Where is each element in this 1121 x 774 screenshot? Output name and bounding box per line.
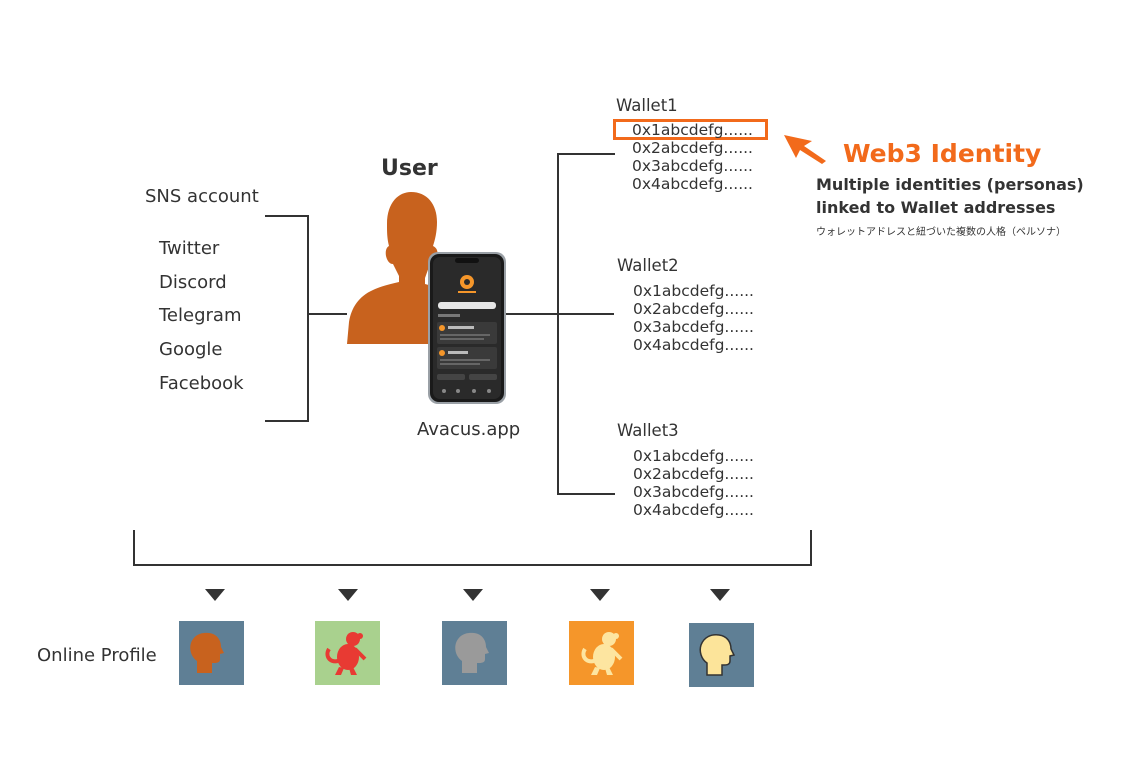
profile-tile-1	[179, 621, 244, 685]
web3-title: Web3 Identity	[843, 139, 1042, 168]
arrow-down-icon	[710, 589, 730, 601]
wallet-bracket-top	[557, 153, 615, 155]
sns-item-discord: Discord	[159, 272, 227, 293]
monkey-icon	[315, 621, 380, 685]
wallet2-name: Wallet2	[617, 256, 679, 275]
sns-bracket-vertical	[307, 215, 309, 422]
sns-to-user-connector	[309, 313, 347, 315]
wallet3-address-2: 0x2abcdefg......	[633, 465, 754, 483]
profile-tile-2	[315, 621, 380, 685]
user-label: User	[381, 156, 438, 181]
bottom-bracket-horizontal	[133, 564, 812, 566]
sns-item-telegram: Telegram	[159, 305, 242, 326]
sns-bracket-top	[265, 215, 309, 217]
head-profile-icon	[179, 621, 244, 685]
arrow-down-icon	[205, 589, 225, 601]
bottom-bracket-left	[133, 530, 135, 566]
wallet2-address-1: 0x1abcdefg......	[633, 282, 754, 300]
wallet1-address1-highlight	[613, 119, 768, 140]
head-profile-icon	[689, 623, 754, 687]
head-profile-icon	[442, 621, 507, 685]
app-label: Avacus.app	[417, 419, 521, 440]
web3-desc-line2: linked to Wallet addresses	[816, 198, 1056, 217]
user-to-wallets-connector	[506, 313, 614, 315]
wallet3-address-4: 0x4abcdefg......	[633, 501, 754, 519]
wallet2-address-3: 0x3abcdefg......	[633, 318, 754, 336]
wallet3-address-1: 0x1abcdefg......	[633, 447, 754, 465]
bottom-bracket-right	[810, 530, 812, 566]
sns-bracket-bottom	[265, 420, 309, 422]
wallet-bracket-bottom	[557, 493, 615, 495]
profile-tile-3	[442, 621, 507, 685]
wallet-bracket-vertical	[557, 153, 559, 495]
sns-item-facebook: Facebook	[159, 373, 244, 394]
arrow-down-icon	[463, 589, 483, 601]
wallet2-address-4: 0x4abcdefg......	[633, 336, 754, 354]
monkey-icon	[569, 621, 634, 685]
smartphone-icon	[428, 252, 506, 404]
wallet1-address-4: 0x4abcdefg......	[632, 175, 753, 193]
sns-item-google: Google	[159, 339, 223, 360]
wallet1-address-1: 0x1abcdefg......	[632, 121, 753, 139]
profile-tile-4	[569, 621, 634, 685]
online-profile-label: Online Profile	[37, 645, 157, 666]
wallet1-address-2: 0x2abcdefg......	[632, 139, 753, 157]
web3-desc-jp: ウォレットアドレスと紐づいた複数の人格（ペルソナ）	[816, 227, 1066, 238]
sns-title: SNS account	[145, 186, 259, 207]
arrow-down-icon	[590, 589, 610, 601]
wallet2-address-2: 0x2abcdefg......	[633, 300, 754, 318]
wallet1-address-3: 0x3abcdefg......	[632, 157, 753, 175]
arrow-down-icon	[338, 589, 358, 601]
sns-item-twitter: Twitter	[159, 238, 220, 259]
arrow-pointer-icon	[782, 133, 828, 165]
wallet1-name: Wallet1	[616, 96, 678, 115]
profile-tile-5	[689, 623, 754, 687]
wallet3-address-3: 0x3abcdefg......	[633, 483, 754, 501]
wallet3-name: Wallet3	[617, 421, 679, 440]
web3-desc-line1: Multiple identities (personas)	[816, 175, 1084, 194]
